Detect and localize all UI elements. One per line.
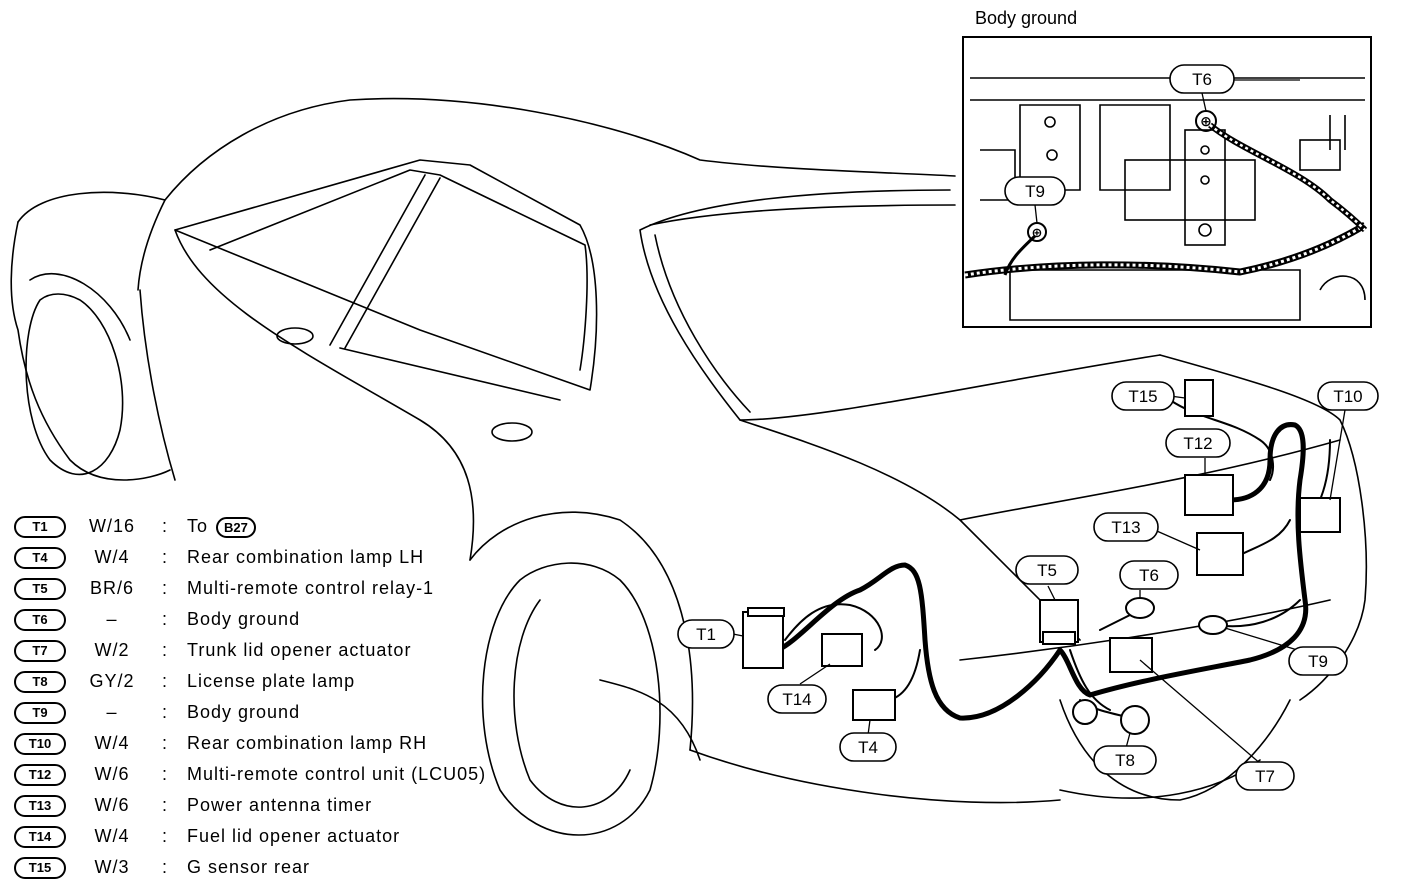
wire-code: W/6 — [94, 764, 130, 784]
connector-t9 — [1198, 615, 1228, 635]
callout-t6: T6 — [1139, 566, 1159, 585]
legend-row: T4 W/4 : Rear combination lamp LH — [12, 543, 552, 571]
connector-t15 — [1184, 379, 1214, 417]
wire-code: W/2 — [94, 640, 130, 660]
callout-t13: T13 — [1111, 518, 1140, 537]
connector-t10 — [1299, 497, 1341, 533]
legend-row: T15 W/3 : G sensor rear — [12, 853, 552, 881]
connector-t4 — [852, 689, 896, 721]
connector-t8 — [1120, 705, 1150, 735]
separator: : — [162, 733, 169, 753]
terminal-badge: T1 — [14, 516, 66, 538]
terminal-badge: T10 — [14, 733, 66, 755]
terminal-badge: T9 — [14, 702, 66, 724]
front-wheel — [25, 293, 124, 476]
terminal-description: G sensor rear — [187, 857, 311, 877]
callout-t10: T10 — [1333, 387, 1362, 406]
reference-badge: B27 — [216, 517, 256, 538]
terminal-description: Rear combination lamp RH — [187, 733, 428, 753]
legend-row: T12 W/6 : Multi-remote control unit (LCU… — [12, 760, 552, 788]
connector-t6 — [1125, 597, 1155, 619]
terminal-badge: T15 — [14, 857, 66, 879]
callout-t8: T8 — [1115, 751, 1135, 770]
connector-t14 — [821, 633, 863, 667]
separator: : — [162, 826, 169, 846]
terminal-badge: T4 — [14, 547, 66, 569]
separator: : — [162, 702, 169, 722]
terminal-description: To B27 — [187, 516, 256, 538]
wire-code: W/4 — [94, 547, 130, 567]
terminal-description: Fuel lid opener actuator — [187, 826, 401, 846]
separator: : — [162, 609, 169, 629]
separator: : — [162, 857, 169, 877]
connector-t7 — [1109, 637, 1153, 673]
wire-code: – — [106, 609, 118, 629]
legend-row: T5 BR/6 : Multi-remote control relay-1 — [12, 574, 552, 602]
terminal-badge: T14 — [14, 826, 66, 848]
terminal-badge: T6 — [14, 609, 66, 631]
terminal-description: License plate lamp — [187, 671, 356, 691]
callout-t7: T7 — [1255, 767, 1275, 786]
wire-code: W/4 — [94, 733, 130, 753]
callout-t4: T4 — [858, 738, 878, 757]
legend-row: T13 W/6 : Power antenna timer — [12, 791, 552, 819]
callout-t12: T12 — [1183, 434, 1212, 453]
terminal-badge: T5 — [14, 578, 66, 600]
legend-row: T14 W/4 : Fuel lid opener actuator — [12, 822, 552, 850]
inset-callout-t6: T6 — [1192, 70, 1212, 89]
legend-row: T10 W/4 : Rear combination lamp RH — [12, 729, 552, 757]
separator: : — [162, 671, 169, 691]
separator: : — [162, 547, 169, 567]
main-harness — [775, 422, 1309, 721]
inset-callout-t9: T9 — [1025, 182, 1045, 201]
legend-row: T7 W/2 : Trunk lid opener actuator — [12, 636, 552, 664]
wire-code: BR/6 — [89, 578, 135, 598]
wire-code: W/4 — [94, 826, 130, 846]
terminal-description: Multi-remote control relay-1 — [187, 578, 435, 598]
separator: : — [162, 640, 169, 660]
callout-t9: T9 — [1308, 652, 1328, 671]
rear-window — [639, 189, 1161, 421]
wire-code: GY/2 — [89, 671, 135, 691]
separator: : — [162, 764, 169, 784]
wire-code: W/6 — [94, 795, 130, 815]
legend-row: T6 – : Body ground — [12, 605, 552, 633]
terminal-description: Rear combination lamp LH — [187, 547, 425, 567]
terminal-description: Body ground — [187, 702, 301, 722]
callout-t15: T15 — [1128, 387, 1157, 406]
terminal-description: Body ground — [187, 609, 301, 629]
svg-text:⊕: ⊕ — [1200, 113, 1212, 129]
svg-text:⊕: ⊕ — [1032, 225, 1043, 240]
inset-title: Body ground — [975, 8, 1077, 28]
separator: : — [162, 516, 169, 536]
callout-t5: T5 — [1037, 561, 1057, 580]
wire-code: W/16 — [88, 516, 135, 536]
separator: : — [162, 578, 169, 598]
connector-t1 — [742, 611, 784, 669]
separator: : — [162, 795, 169, 815]
legend-row: T8 GY/2 : License plate lamp — [12, 667, 552, 695]
callout-t1: T1 — [696, 625, 716, 644]
window-frame — [174, 159, 598, 391]
body-ground-inset — [962, 36, 1372, 328]
legend-row: T9 – : Body ground — [12, 698, 552, 726]
terminal-description: Multi-remote control unit (LCU05) — [187, 764, 487, 784]
terminal-badge: T12 — [14, 764, 66, 786]
wire-code: W/3 — [94, 857, 130, 877]
legend-row: T1 W/16 : To B27 — [12, 512, 552, 540]
terminal-badge: T7 — [14, 640, 66, 662]
terminal-badge: T8 — [14, 671, 66, 693]
callout-t14: T14 — [782, 690, 811, 709]
terminal-badge: T13 — [14, 795, 66, 817]
car-body-outline — [17, 97, 956, 223]
connector-t13 — [1196, 532, 1244, 576]
description-text: To — [187, 516, 209, 536]
terminal-description: Power antenna timer — [187, 795, 373, 815]
wire-code: – — [106, 702, 118, 722]
connector-t12 — [1184, 474, 1234, 516]
terminal-description: Trunk lid opener actuator — [187, 640, 412, 660]
